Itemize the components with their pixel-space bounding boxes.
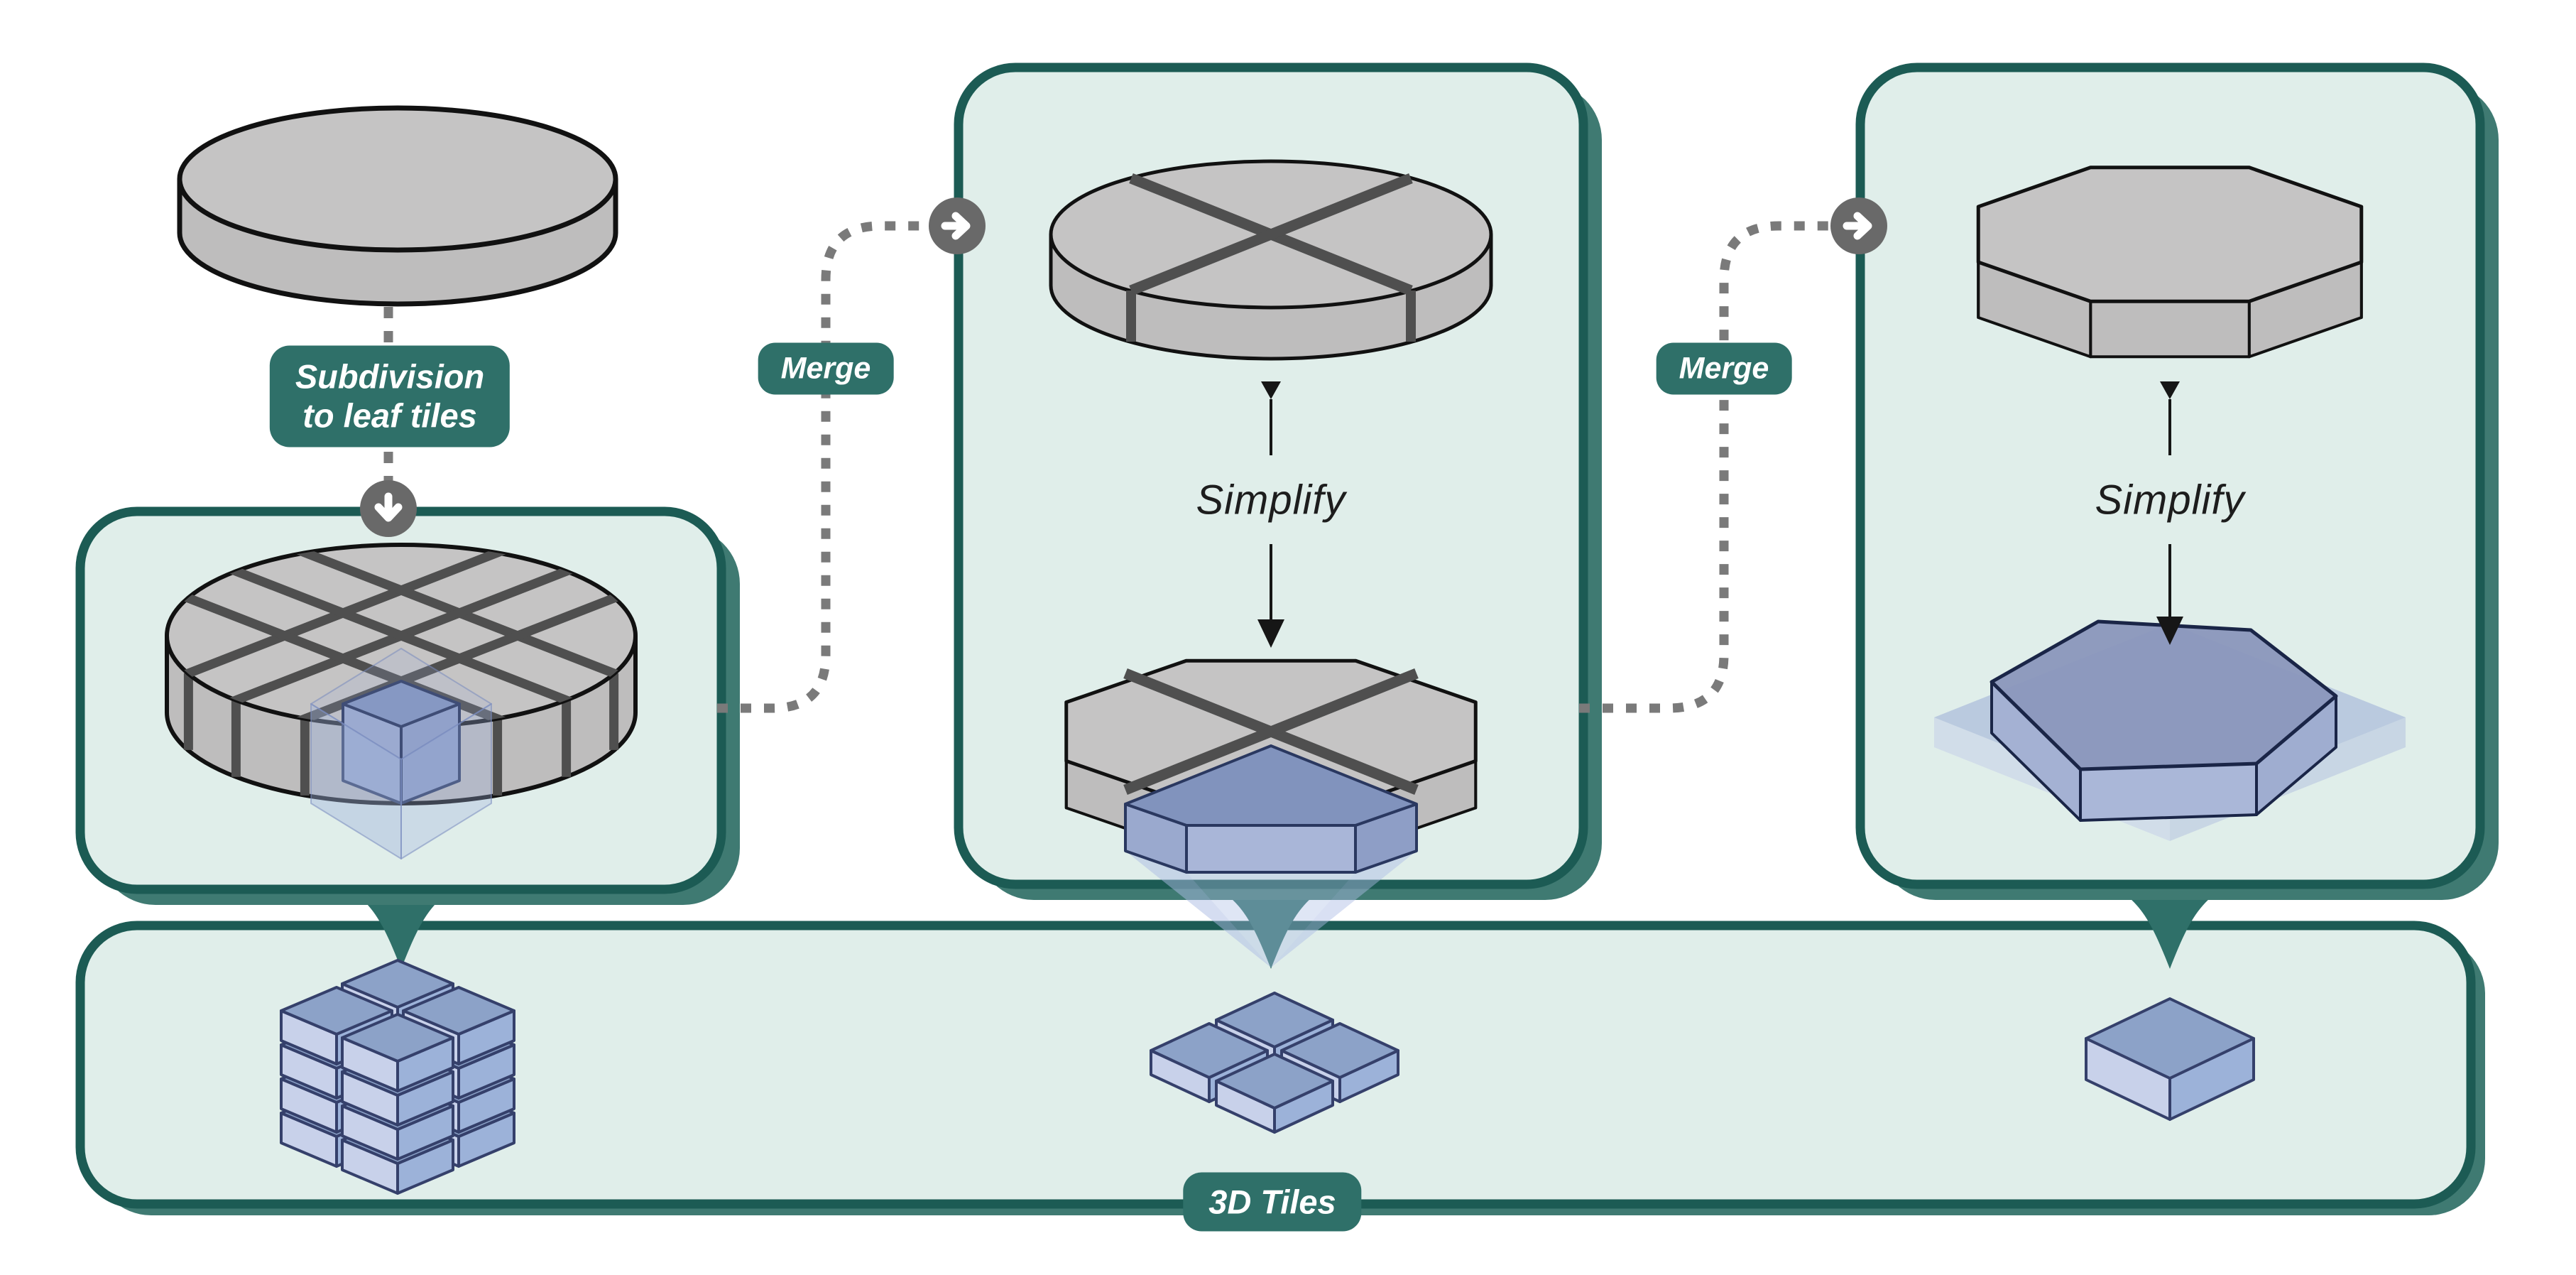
arrow-right-circle-icon-right [1830,197,1887,254]
arrow-right-circle-icon-left [929,197,986,254]
simplify-label-middle: Simplify [1196,477,1346,523]
merge-badge-right: Merge [1656,342,1792,395]
octagon-disk [1976,166,2364,359]
merge-badge-left: Merge [758,342,894,395]
subdivision-badge: Subdivision to leaf tiles [269,345,511,447]
subdivided-disk [165,543,638,859]
subdivision-label-line1: Subdivision [295,357,485,396]
simplify-label-right: Simplify [2095,477,2245,523]
dotted-path-left [717,221,927,713]
simplified-quartered-disk [1064,658,1478,967]
source-disk [177,105,618,307]
hexagon-tile-on-diamond [1934,619,2406,841]
tile-hierarchy-levels [280,959,2255,1195]
subdivision-label-line2: to leaf tiles [302,397,477,435]
simplify-arrow-right [2156,381,2183,645]
quartered-disk [1049,159,1493,361]
arrow-down-circle-icon [360,480,417,537]
output-bar-badge: 3D Tiles [1183,1172,1362,1232]
dotted-path-right [1579,221,1829,713]
simplify-arrow-middle [1257,381,1284,648]
